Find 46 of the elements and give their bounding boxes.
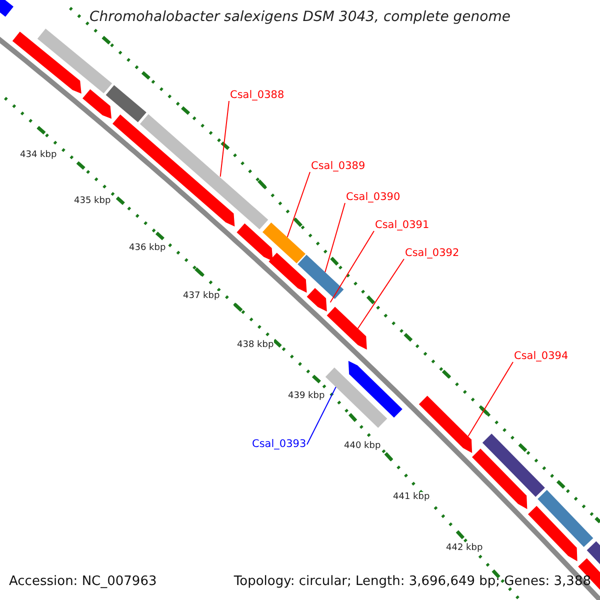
scale-label: 440 kbp (344, 441, 381, 452)
leader-line (220, 100, 230, 178)
scale-label: 441 kbp (393, 492, 430, 503)
gene-feature (472, 448, 528, 510)
leader-line (306, 386, 336, 445)
feature-bar (538, 490, 594, 547)
gene-feature (82, 89, 112, 119)
feature-bar (325, 368, 388, 428)
feature-bar (482, 434, 545, 497)
feature-bar (298, 254, 344, 299)
gene-label: Csal_0392 (405, 247, 460, 260)
scale-label: 437 kbp (183, 291, 220, 302)
leader-line (468, 362, 514, 437)
gene-feature (528, 506, 578, 562)
leader-line (357, 258, 404, 329)
diagram-title: Chromohalobacter salexigens DSM 3043, complete genome (88, 9, 512, 26)
gene-feature (12, 32, 82, 94)
feature-bar (37, 28, 112, 94)
gene-label: Csal_0394 (514, 350, 568, 363)
gene-feature (112, 114, 235, 226)
leader-line (286, 172, 310, 238)
gene-label: Csal_0393 (252, 438, 306, 451)
feature-bar (0, 0, 14, 17)
gene-label: Csal_0390 (346, 191, 400, 204)
scale-label: 439 kbp (288, 391, 325, 402)
leader-line (330, 230, 374, 303)
footer-text: Topology: circular; Length: 3,696,649 bp; Genes: 3,388 (234, 574, 591, 590)
scale-label: 435 kbp (74, 196, 111, 207)
gene-label: Csal_0389 (311, 160, 366, 173)
gene-feature (418, 396, 472, 453)
feature-bar (262, 222, 306, 264)
scale-label: 442 kbp (446, 543, 483, 554)
gene-feature (306, 288, 327, 312)
gene-feature (326, 306, 367, 350)
gene-label: Csal_0388 (230, 89, 284, 102)
scale-label: 436 kbp (129, 243, 166, 254)
gene-feature (348, 360, 402, 418)
gene-feature (236, 223, 273, 262)
footer-text: Accession: NC_007963 (9, 574, 157, 590)
gene-label: Csal_0391 (375, 219, 430, 232)
scale-label: 438 kbp (237, 340, 274, 351)
feature-bar (106, 85, 146, 122)
leader-line (324, 202, 346, 273)
scale-label: 434 kbp (20, 150, 57, 161)
feature-bar (140, 114, 268, 230)
gene-feature (268, 252, 307, 293)
